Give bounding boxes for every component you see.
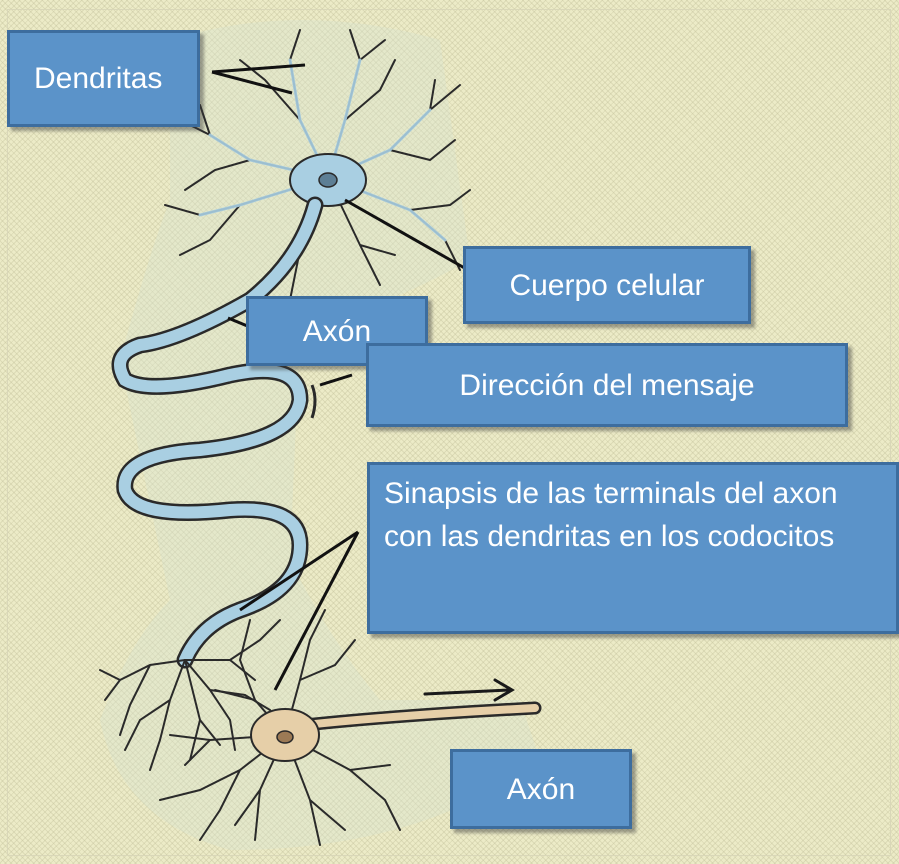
label-dendritas-text: Dendritas	[34, 62, 163, 95]
label-direccion-text: Dirección del mensaje	[459, 368, 755, 402]
lower-axon-core	[301, 704, 539, 729]
leader-dendritas-b	[211, 70, 293, 95]
label-direccion-del-mensaje: Dirección del mensaje	[366, 343, 848, 427]
lower-nucleus	[276, 730, 294, 744]
label-sinapsis: Sinapsis de las terminals del axon con l…	[367, 462, 899, 634]
axon-core	[114, 199, 321, 666]
leader-direccion	[319, 373, 353, 387]
leader-cuerpo	[344, 198, 469, 272]
label-dendritas: Dendritas	[7, 30, 200, 127]
label-axon-top-text: Axón	[302, 315, 372, 348]
label-axon-bottom: Axón	[450, 749, 632, 829]
leader-sinapsis-b	[273, 531, 360, 691]
upper-nucleus	[318, 172, 338, 188]
message-direction-mark	[310, 384, 317, 419]
label-axon-bottom-text: Axón	[506, 772, 576, 806]
direction-arrow	[423, 678, 515, 702]
image-frame	[7, 9, 891, 856]
leader-sinapsis-a	[239, 530, 359, 612]
leader-lines	[211, 63, 469, 691]
leader-dendritas-a	[211, 63, 306, 74]
label-cuerpo-celular-text: Cuerpo celular	[509, 268, 705, 302]
lower-dendrites	[159, 609, 401, 846]
label-cuerpo-celular: Cuerpo celular	[463, 246, 751, 324]
label-sinapsis-text: Sinapsis de las terminals del axon con l…	[384, 477, 838, 553]
